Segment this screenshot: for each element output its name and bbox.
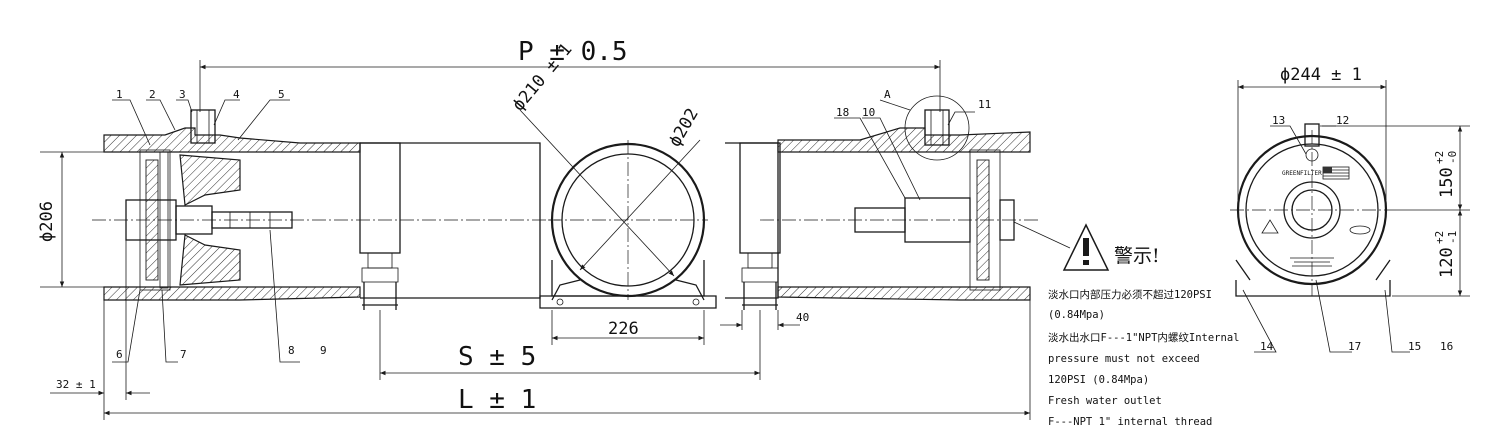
svg-text:+2: +2: [1433, 231, 1446, 244]
brand-label: GREENFILTER: [1282, 170, 1322, 177]
svg-text:150: 150: [1437, 167, 1457, 198]
l-dimension-label: L ± 1: [458, 385, 536, 415]
warning-line-5: 120PSI (0.84Mpa): [1048, 374, 1149, 386]
warning-line-7: F---NPT 1" internal thread: [1048, 416, 1212, 428]
part-label-7: 7: [180, 348, 187, 361]
s-dimension-label: S ± 5: [458, 342, 536, 372]
left-end-section: [92, 109, 560, 310]
part-label-14: 14: [1260, 340, 1274, 353]
warning-line-2: (0.84Mpa): [1048, 309, 1105, 321]
part-label-5: 5: [278, 88, 285, 101]
part-label-1: 1: [116, 88, 123, 101]
part-label-13: 13: [1272, 114, 1285, 127]
part-label-17: 17: [1348, 340, 1361, 353]
saddle-width-label: 226: [608, 319, 639, 339]
part-label-12: 12: [1336, 114, 1349, 127]
detail-a-label: A: [884, 88, 891, 101]
part-leaders: [112, 99, 1410, 363]
svg-text:120: 120: [1437, 247, 1457, 278]
tube-cross-section: [519, 109, 717, 309]
port-height-label: 150 +2 -0: [1433, 151, 1459, 198]
end-view: [1230, 123, 1396, 297]
warning-line-6: Fresh water outlet: [1048, 395, 1162, 407]
center-height-label: 120 +2 -1: [1433, 231, 1459, 278]
svg-text:-1: -1: [1446, 231, 1459, 244]
svg-text:+2: +2: [1433, 151, 1446, 164]
part-label-16: 16: [1440, 340, 1453, 353]
warning-line-4: pressure must not exceed: [1048, 353, 1200, 365]
warning-block: 警示! 淡水口内部压力必须不超过120PSI (0.84Mpa) 淡水出水口F-…: [1048, 223, 1239, 428]
part-label-15: 15: [1408, 340, 1421, 353]
gap-label: 40: [796, 311, 809, 324]
part-label-4: 4: [233, 88, 240, 101]
small-warning-icon: [1261, 219, 1279, 234]
end-width-label: ϕ244 ± 1: [1280, 65, 1362, 85]
part-label-9: 9: [320, 344, 327, 357]
svg-text:-0: -0: [1446, 151, 1459, 164]
warning-title: 警示!: [1114, 245, 1160, 267]
warning-line-1: 淡水口内部压力必须不超过120PSI: [1048, 288, 1212, 301]
end-diameter-label: ϕ206: [37, 201, 57, 242]
part-label-3: 3: [179, 88, 186, 101]
p-dimension-label: P ± 0.5: [518, 37, 628, 67]
right-end-section: [725, 95, 1040, 310]
offset-label: 32 ± 1: [56, 378, 96, 391]
warning-line-3: 淡水出水口F---1"NPT内螺纹Internal: [1048, 331, 1239, 344]
dimension-lines: [40, 60, 1470, 420]
part-label-10: 10: [862, 106, 875, 119]
part-label-8: 8: [288, 344, 295, 357]
part-label-18: 18: [836, 106, 849, 119]
part-label-11: 11: [978, 98, 991, 111]
part-label-6: 6: [116, 348, 123, 361]
part-label-2: 2: [149, 88, 156, 101]
